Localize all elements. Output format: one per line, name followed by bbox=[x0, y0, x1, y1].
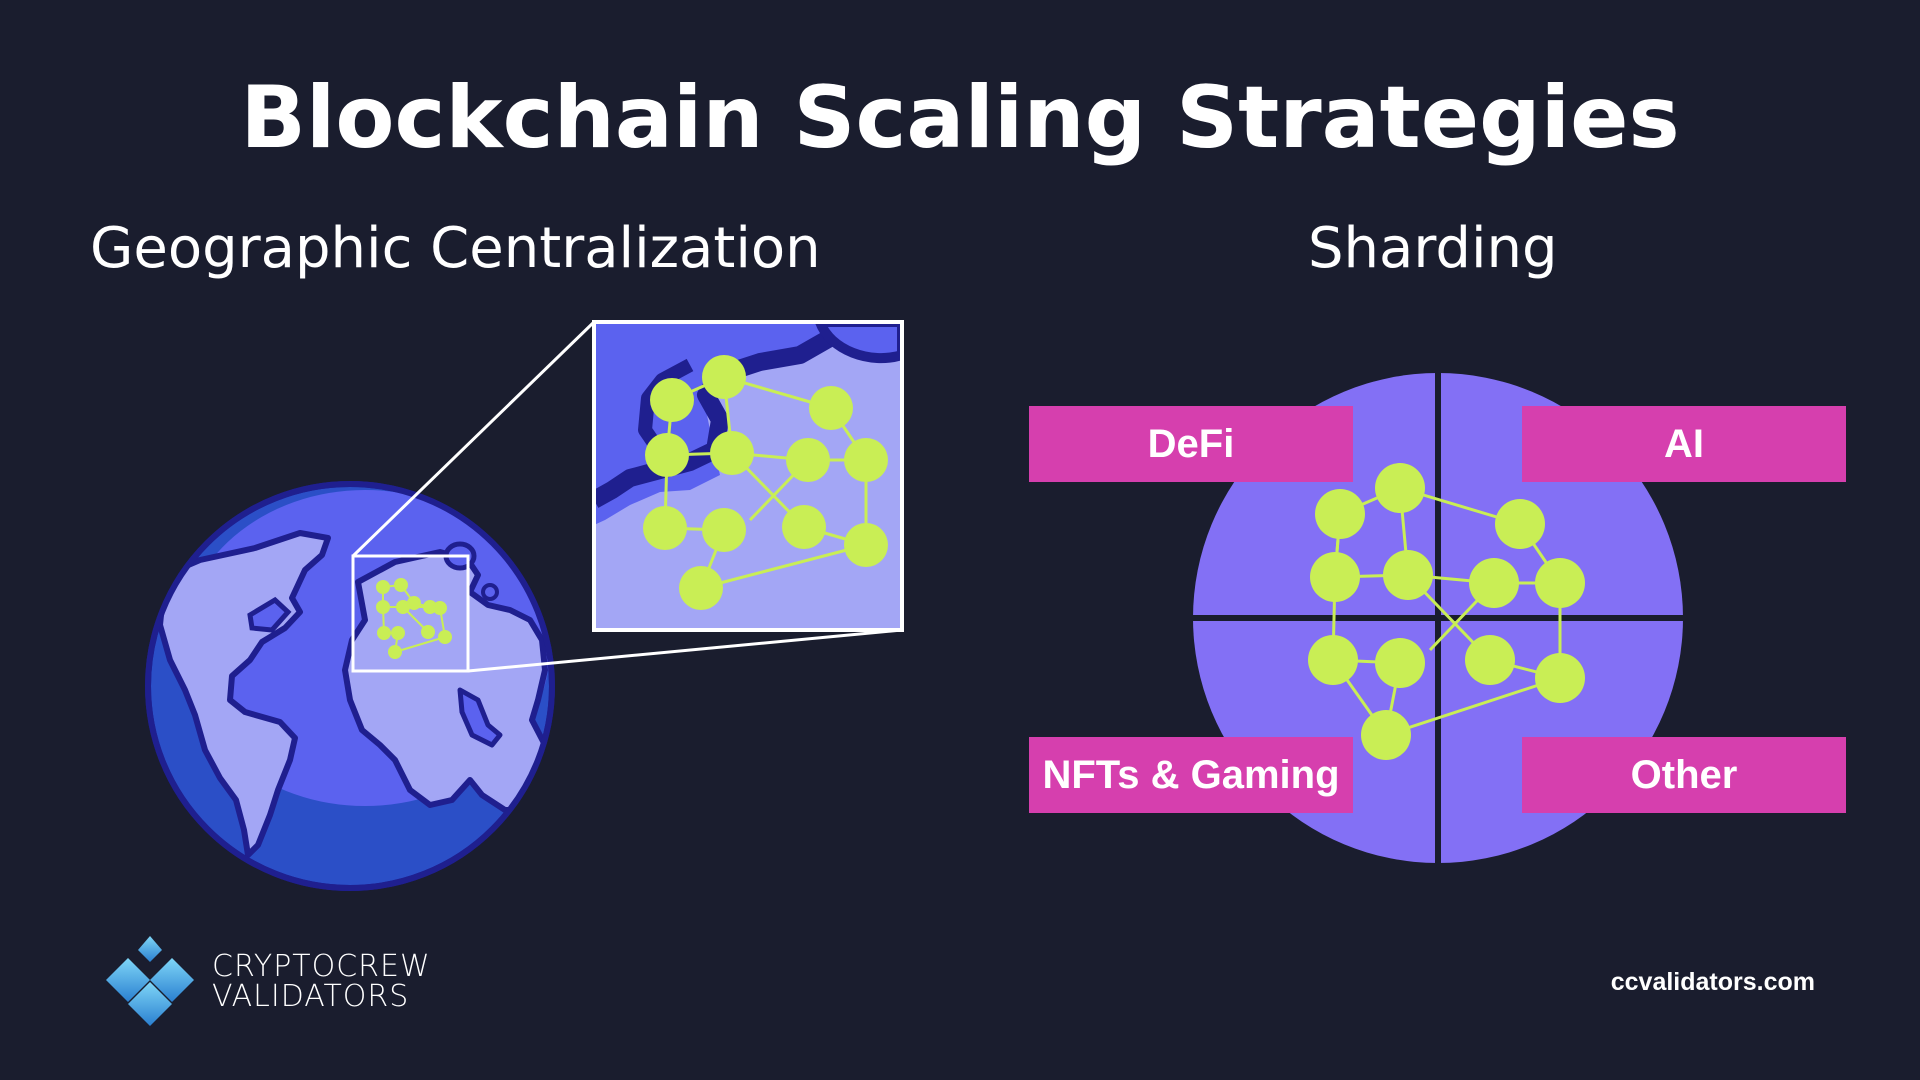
zoom-selection-box bbox=[351, 554, 470, 673]
geographic-centralization-heading: Geographic Centralization bbox=[90, 216, 821, 281]
globe-network-mini bbox=[376, 578, 452, 659]
brand-line-2: VALIDATORS bbox=[212, 979, 410, 1014]
shard-label-defi: DeFi bbox=[1029, 406, 1353, 482]
zoom-inset bbox=[592, 320, 904, 632]
shard-label-nfts-gaming: NFTs & Gaming bbox=[1029, 737, 1353, 813]
zoom-connector-top bbox=[351, 320, 596, 558]
brand-line-1: CRYPTOCREW bbox=[212, 949, 431, 984]
zoom-connector-bottom bbox=[467, 628, 903, 673]
page-title: Blockchain Scaling Strategies bbox=[240, 68, 1680, 168]
website-link[interactable]: ccvalidators.com bbox=[1610, 968, 1815, 996]
zoom-nodes bbox=[643, 355, 888, 610]
brand-wordmark: CRYPTOCREW VALIDATORS bbox=[212, 952, 431, 1012]
shard-label-other: Other bbox=[1522, 737, 1846, 813]
shard-label-ai: AI bbox=[1522, 406, 1846, 482]
globe-illustration bbox=[145, 481, 555, 891]
shard-network bbox=[1308, 463, 1585, 760]
sharding-heading: Sharding bbox=[1308, 216, 1558, 281]
cryptocrew-logo-icon bbox=[106, 936, 194, 1026]
